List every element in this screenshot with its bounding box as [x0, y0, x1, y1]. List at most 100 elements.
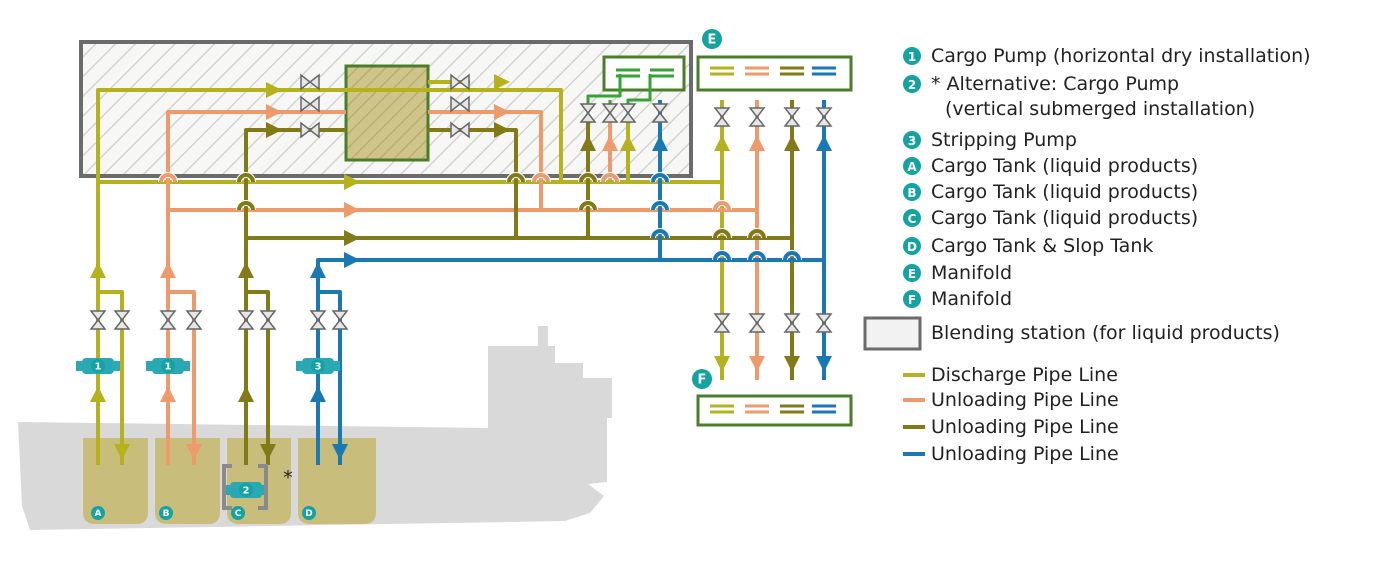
legend-item: 3 Stripping Pump	[903, 129, 1077, 151]
legend-marker-label: C	[908, 212, 917, 226]
legend-marker-circle	[903, 237, 921, 255]
manifold-f-marker-label: F	[698, 373, 707, 388]
tank-c-marker-circle	[231, 506, 245, 520]
tank-b-marker: B	[159, 506, 173, 520]
manifold-f-marker-circle	[692, 369, 712, 389]
pipe-crossover	[507, 173, 525, 183]
pump-1b-icon-marker: 1	[161, 359, 175, 373]
pipe-return-a	[98, 290, 124, 465]
pump-1-icon-marker-circle	[91, 359, 105, 373]
legend-line-label: Unloading Pipe Line	[931, 416, 1119, 438]
legend-item-label: Manifold	[931, 288, 1012, 310]
legend-item-label: Cargo Tank & Slop Tank	[931, 235, 1153, 257]
flow-arrow-icon	[816, 135, 832, 151]
legend-marker-label: E	[908, 267, 916, 281]
manifold-e-flange	[745, 66, 769, 76]
flow-arrow-icon	[580, 135, 596, 151]
legend-marker-label: 3	[908, 134, 916, 148]
pump-1b-icon-flange	[184, 361, 190, 371]
pipe-crossover	[237, 201, 255, 211]
flow-arrow-icon	[238, 386, 254, 402]
flow-arrow-icon	[90, 262, 106, 278]
valve-icon	[259, 310, 277, 330]
manifold-e-flange	[812, 66, 836, 76]
legend-marker-circle	[903, 157, 921, 175]
flow-arrow-icon	[310, 386, 326, 402]
legend-line-label: Unloading Pipe Line	[931, 443, 1119, 465]
flow-arrow-icon	[784, 135, 800, 151]
legend-marker-label: D	[907, 240, 917, 254]
pipe-crossover	[748, 251, 766, 261]
legend-marker-label: F	[908, 293, 916, 307]
pipe-crossover	[651, 173, 669, 183]
flow-arrow-icon	[494, 104, 510, 120]
legend-marker-circle	[903, 47, 921, 65]
legend-line: Discharge Pipe Line	[903, 364, 1118, 386]
pump-1-icon-marker: 1	[91, 359, 105, 373]
valve-icon	[237, 310, 255, 330]
pipe-return-b	[168, 290, 196, 465]
pump-1-icon-flange	[76, 361, 82, 371]
legend-item-label: Stripping Pump	[931, 129, 1077, 151]
manifold-green-flanges	[616, 68, 674, 78]
pipe-crossover	[713, 201, 731, 211]
pump-1b-icon-marker-label: 1	[165, 362, 172, 373]
tank-c-marker-label: C	[235, 509, 242, 519]
valve-icon	[651, 103, 669, 123]
pump-2-icon-flange	[224, 485, 230, 495]
asterisk-label: *	[283, 467, 293, 489]
flow-arrow-icon	[344, 230, 360, 246]
legend-marker-label: 1	[908, 50, 916, 64]
pipe-crossover	[713, 229, 731, 239]
legend-item: F Manifold	[903, 288, 1012, 310]
valve-icon	[300, 95, 320, 113]
flow-arrow-icon	[90, 386, 106, 402]
legend-item: 1 Cargo Pump (horizontal dry installation…	[903, 45, 1311, 67]
legend-marker-label: B	[907, 186, 916, 200]
legend-marker-circle	[903, 75, 921, 93]
pump-3-icon-flange	[296, 361, 302, 371]
flow-arrow-icon	[266, 104, 282, 120]
manifold-f-flange	[710, 404, 734, 414]
legend-item: E Manifold	[903, 262, 1012, 284]
legend-marker-circle	[903, 209, 921, 227]
legend-marker-label: A	[907, 160, 917, 174]
pipe-return-d	[318, 290, 342, 465]
legend-item-label: Manifold	[931, 262, 1012, 284]
valve-icon	[450, 73, 470, 91]
pipe-return-c	[246, 290, 270, 465]
flow-arrow-icon	[266, 122, 282, 138]
valve-icon	[815, 313, 833, 333]
pipe-crossover	[748, 229, 766, 239]
valve-icon	[300, 121, 320, 139]
valve-icon	[331, 310, 349, 330]
legend-item: D Cargo Tank & Slop Tank	[903, 235, 1153, 257]
pipe-crossover	[783, 251, 801, 261]
legend-marker-label: 2	[908, 78, 916, 92]
manifold-e-flange	[780, 66, 804, 76]
flow-arrow-icon	[238, 262, 254, 278]
flow-arrow-icon	[602, 135, 618, 151]
tank-a-marker-label: A	[95, 509, 102, 519]
pump-2-icon-marker-circle	[239, 483, 253, 497]
manifold-e-flange	[710, 66, 734, 76]
valve-icon	[309, 310, 327, 330]
legend-item: (vertical submerged installation)	[945, 98, 1255, 120]
legend-item-label: (vertical submerged installation)	[945, 98, 1255, 120]
pump-2-icon-marker: 2	[239, 483, 253, 497]
flow-arrow-icon	[344, 174, 360, 190]
manifold-e-marker-label: E	[708, 33, 717, 48]
legend-marker-circle	[903, 131, 921, 149]
flow-arrow-icon	[344, 252, 360, 268]
flow-arrow-icon	[344, 202, 360, 218]
flow-arrow-icon	[310, 262, 326, 278]
legend-blending-label: Blending station (for liquid products)	[931, 322, 1280, 344]
tank-b-marker-label: B	[163, 509, 170, 519]
valve-icon	[450, 95, 470, 113]
valve-icon	[579, 103, 597, 123]
legend-item-label: Cargo Pump (horizontal dry installation)	[931, 45, 1311, 67]
tank-c-marker: C	[231, 506, 245, 520]
legend-line: Unloading Pipe Line	[903, 416, 1119, 438]
